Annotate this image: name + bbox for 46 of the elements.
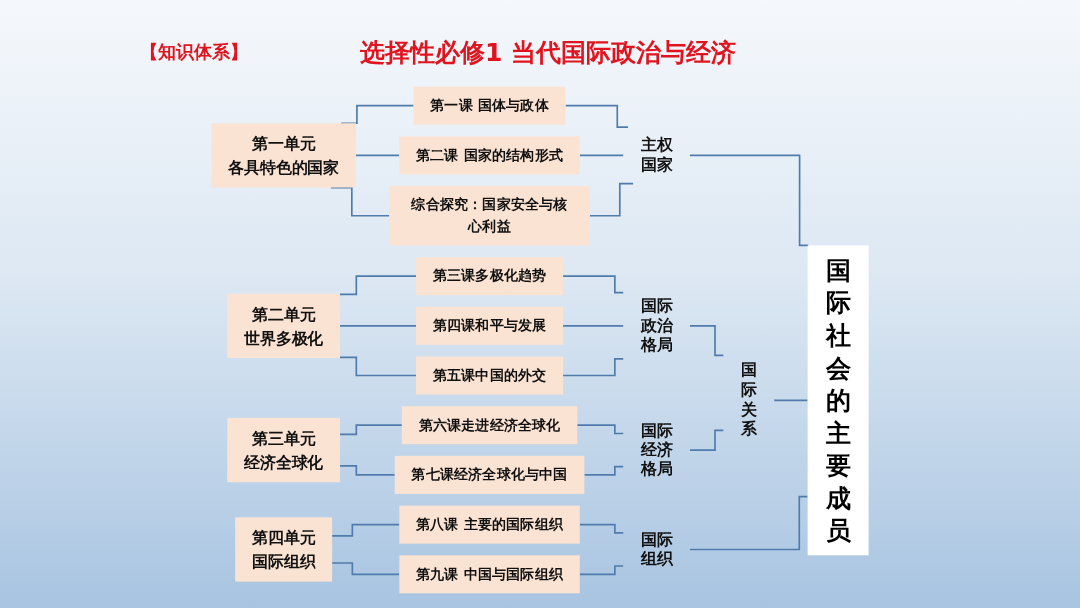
- node-box: 第五课中国的外交: [416, 356, 564, 395]
- connector: [339, 424, 403, 436]
- node-box: 第一课 国体与政体: [413, 86, 566, 125]
- connector: [578, 523, 625, 534]
- node-box: 第六课走进经济全球化: [401, 406, 578, 445]
- connector: [773, 399, 809, 402]
- connector: [331, 562, 401, 576]
- connector: [562, 275, 625, 294]
- connector: [689, 495, 809, 551]
- node-text: 国际经济格局: [640, 420, 673, 478]
- node-box: 第七课经济全球化与中国: [394, 455, 585, 494]
- node-box: 第三单元 经济全球化: [227, 417, 341, 483]
- title: 选择性必修1 当代国际政治与经济: [360, 37, 737, 69]
- node-text: 国际关系: [740, 360, 757, 439]
- node-box: 第四课和平与发展: [416, 306, 564, 345]
- node-box: 综合探究：国家安全与核心利益: [389, 186, 590, 246]
- node-box: 第二课 国家的结构形式: [399, 136, 580, 175]
- node-box: 第八课 主要的国际组织: [399, 505, 580, 544]
- connector: [689, 154, 810, 247]
- node-text: 国际政治格局: [640, 296, 673, 353]
- connector: [588, 182, 634, 217]
- node-text: 主权国家: [640, 135, 673, 173]
- connector: [578, 154, 625, 157]
- connector: [689, 324, 725, 357]
- connector: [578, 565, 625, 576]
- node-box: 国际社会的主要成员: [807, 245, 869, 556]
- connector: [339, 356, 417, 377]
- section-label: 【知识体系】: [140, 40, 248, 64]
- node-box: 第九课 中国与国际组织: [399, 555, 580, 594]
- connector: [355, 154, 401, 157]
- node-box: 第四单元 国际组织: [235, 517, 333, 582]
- connector: [576, 424, 625, 435]
- connector: [339, 324, 417, 327]
- connector: [339, 275, 417, 296]
- connector: [562, 324, 625, 327]
- connector: [339, 464, 396, 476]
- connector: [564, 104, 629, 128]
- node-text: 国际组织: [640, 529, 673, 567]
- connector: [583, 465, 625, 476]
- node-box: 第一单元 各具特色的国家: [211, 123, 356, 188]
- connector: [689, 429, 725, 451]
- connector: [340, 104, 415, 125]
- connector: [331, 523, 401, 537]
- connector: [562, 358, 625, 377]
- node-box: 第二单元 世界多极化: [227, 293, 341, 358]
- node-box: 第三课多极化趋势: [416, 257, 564, 296]
